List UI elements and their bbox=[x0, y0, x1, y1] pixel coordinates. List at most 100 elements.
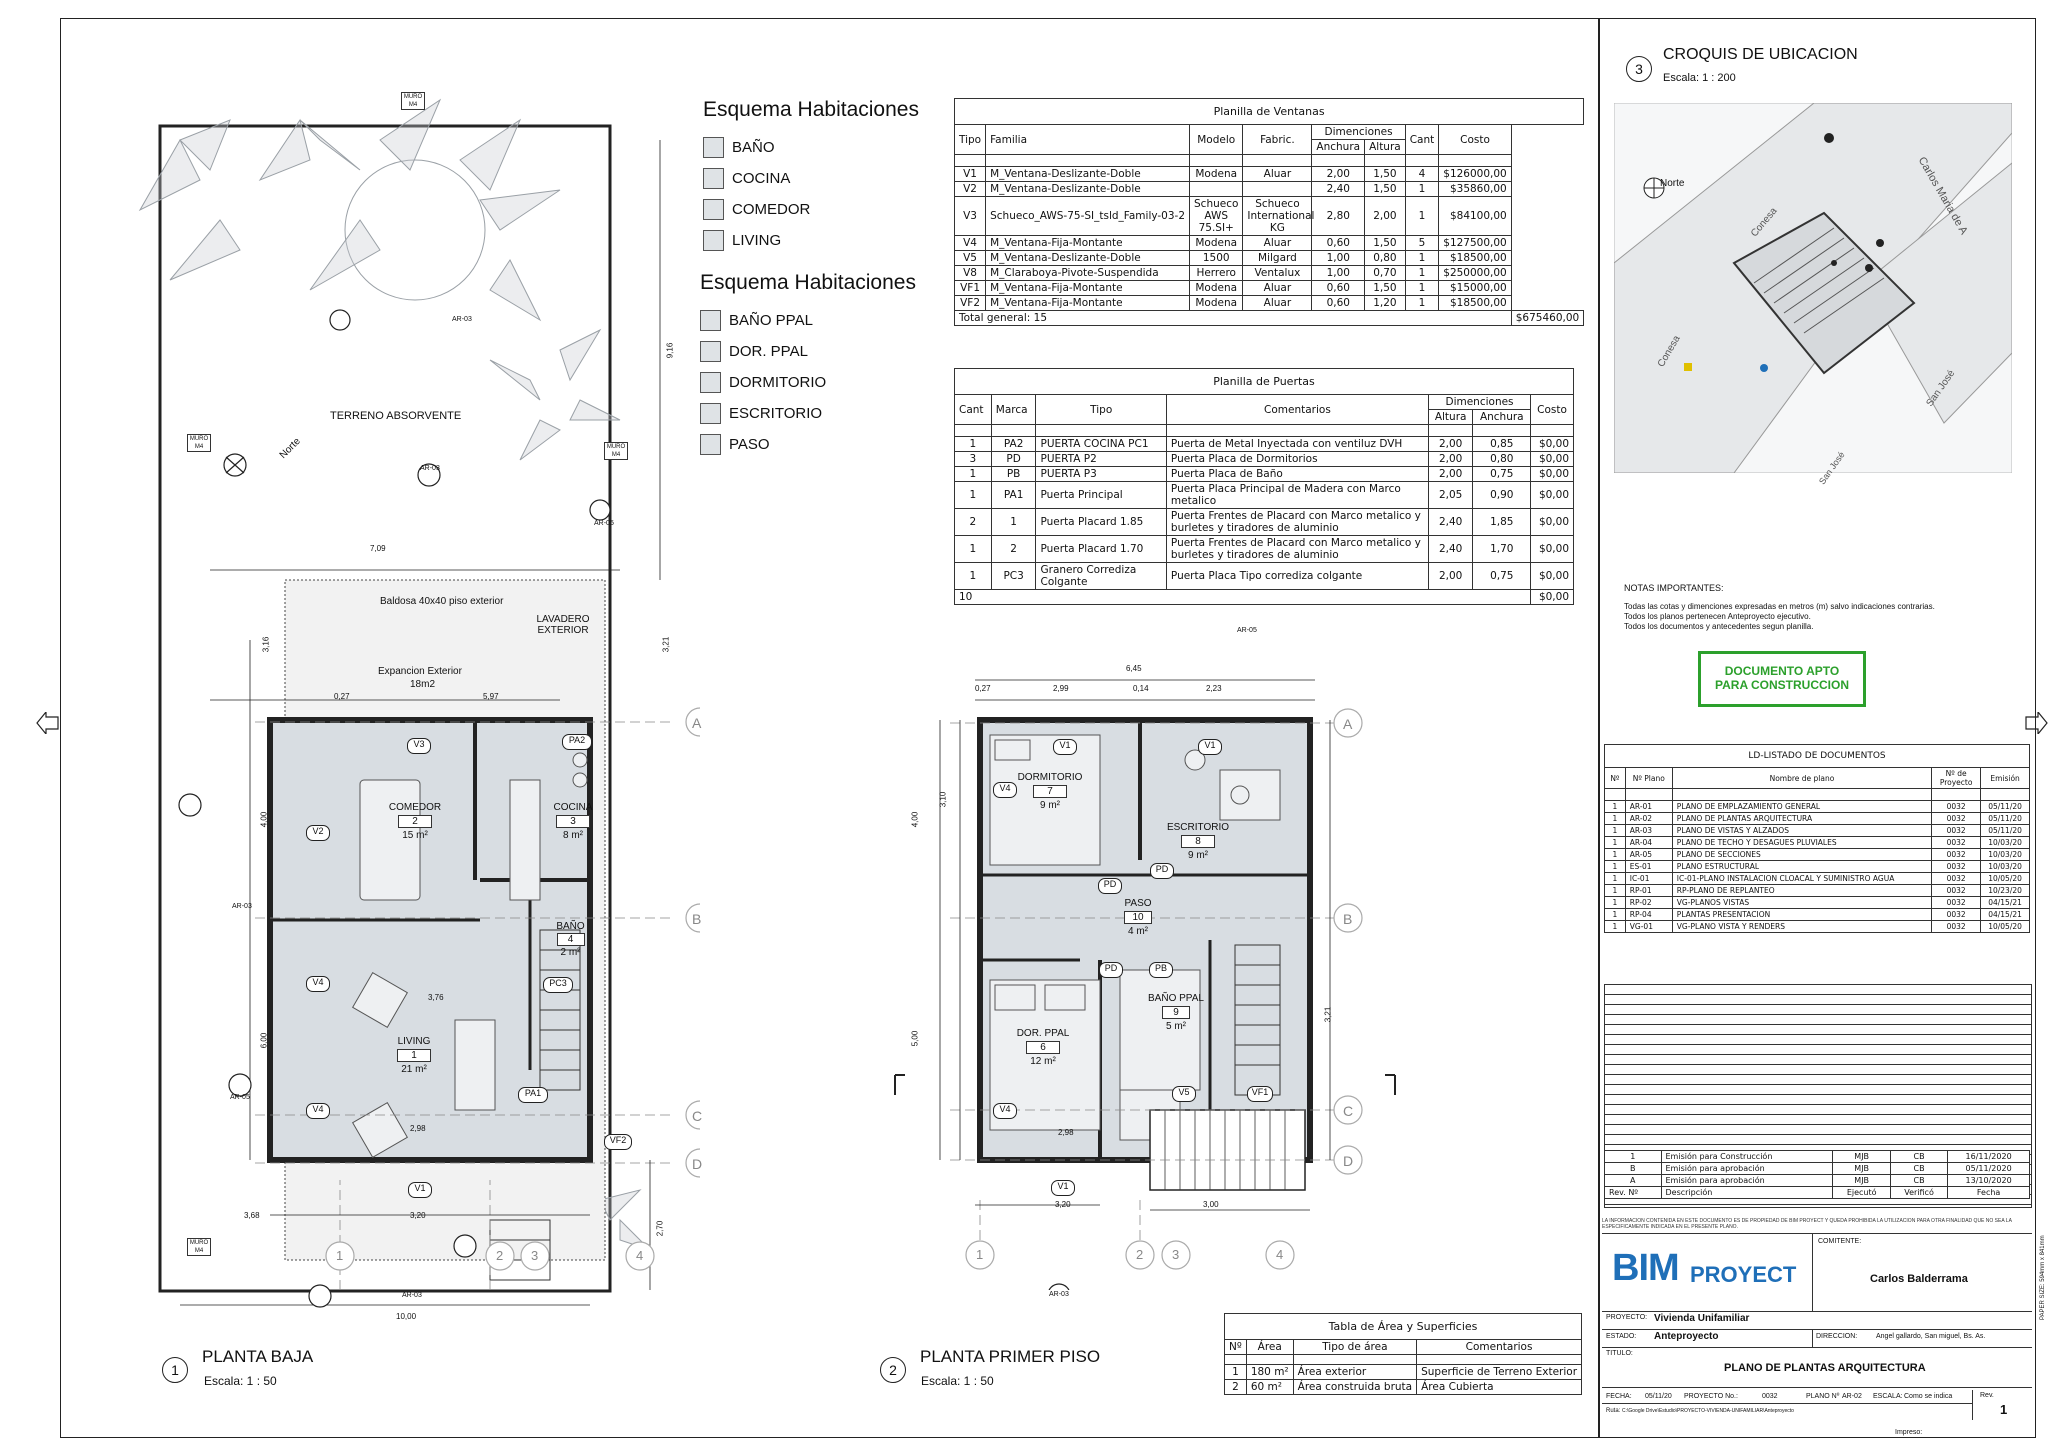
window-tag: V1 bbox=[1053, 739, 1077, 755]
cell: V5 bbox=[953, 250, 987, 266]
cell: 0,80 bbox=[1364, 250, 1406, 266]
column-header: Anchura bbox=[1472, 409, 1532, 425]
cell: $0,00 bbox=[1530, 481, 1574, 509]
cell: $0,00 bbox=[1530, 535, 1574, 563]
cell: 10/03/20 bbox=[1980, 848, 2030, 861]
revision-number: 1 bbox=[2000, 1402, 2008, 1417]
status-value: Anteproyecto bbox=[1654, 1331, 1719, 1342]
cell: AR-05 bbox=[1624, 848, 1673, 861]
cell: A bbox=[1604, 1174, 1662, 1187]
paper-size: PAPER SIZE: 594mm x 841mm bbox=[2040, 1235, 2046, 1320]
column-header: Nombre de plano bbox=[1671, 767, 1933, 789]
cell: 1 bbox=[954, 562, 992, 590]
cell: VF2 bbox=[953, 295, 987, 311]
cell: 0032 bbox=[1931, 824, 1982, 837]
door-tag: PA1 bbox=[518, 1087, 548, 1103]
room-number: 3 bbox=[556, 815, 590, 828]
column-header: Área bbox=[1245, 1339, 1294, 1355]
left-edge-arrow-icon bbox=[36, 712, 59, 734]
dimension: 10,00 bbox=[396, 1312, 417, 1321]
total-value: $675460,00 bbox=[1510, 310, 1585, 326]
plan-planta-baja bbox=[138, 98, 700, 1308]
legend-item: DOR. PPAL bbox=[700, 336, 916, 367]
wall-tag-code: M4 bbox=[408, 102, 418, 108]
grid-label: B bbox=[692, 911, 702, 927]
lavadero-label: LAVADERO EXTERIOR bbox=[536, 614, 590, 636]
dimension: 3,21 bbox=[1323, 1006, 1333, 1023]
legend-swatch bbox=[700, 341, 721, 362]
notes-title: NOTAS IMPORTANTES: bbox=[1624, 583, 1724, 593]
cell: Schueco International KG bbox=[1242, 196, 1314, 236]
column-header: Marca bbox=[990, 394, 1037, 425]
room-number: 4 bbox=[556, 933, 585, 946]
column-header: Tipo bbox=[953, 124, 987, 155]
legend-label: ESCRITORIO bbox=[729, 405, 823, 422]
cell: V4 bbox=[953, 235, 987, 251]
room-name: ESCRITORIO bbox=[1166, 822, 1230, 833]
cell: Puerta Placa Principal de Madera con Mar… bbox=[1165, 481, 1429, 509]
column-header: Cant bbox=[954, 394, 992, 425]
expansion-area: 18m2 bbox=[410, 679, 436, 690]
cell: MJB bbox=[1832, 1150, 1891, 1163]
schedule-title: Planilla de Puertas bbox=[954, 368, 1574, 395]
cell: VG-PLANO VISTA Y RENDERS bbox=[1671, 920, 1933, 933]
dimension: 0,27 bbox=[334, 692, 350, 701]
cell: 1 bbox=[1404, 265, 1440, 281]
door-tag: PC3 bbox=[543, 977, 573, 993]
room-number: 7 bbox=[1033, 785, 1067, 798]
column-header: Tipo de área bbox=[1292, 1339, 1418, 1355]
grid-label: C bbox=[692, 1108, 703, 1124]
room-area: 9 m² bbox=[1188, 850, 1208, 861]
cell: 10/05/20 bbox=[1980, 872, 2030, 885]
cell: 1,85 bbox=[1472, 508, 1532, 536]
cell: 0032 bbox=[1931, 800, 1982, 813]
cell bbox=[1242, 181, 1313, 197]
cell: 0032 bbox=[1931, 884, 1982, 897]
legend-swatch bbox=[700, 434, 721, 455]
cell: Área construida bruta bbox=[1292, 1379, 1418, 1395]
cell: M_Claraboya-Pivote-Suspendida bbox=[985, 265, 1191, 281]
dimension: 7,09 bbox=[370, 544, 386, 553]
total-label: Total general: 15 bbox=[954, 310, 1512, 326]
cell: $18500,00 bbox=[1438, 250, 1512, 266]
grid-label: 3 bbox=[531, 1248, 539, 1263]
section-tag: AR-03 bbox=[1049, 1291, 1069, 1298]
room-comedor: COMEDOR 2 15 m² bbox=[385, 802, 445, 841]
cell: RP-01 bbox=[1624, 884, 1673, 897]
cell: $84100,00 bbox=[1438, 196, 1512, 236]
cell: 1 bbox=[1604, 1150, 1662, 1163]
cell: AR-03 bbox=[1624, 824, 1673, 837]
cell: 1 bbox=[1604, 800, 1626, 813]
legend-title: Esquema Habitaciones bbox=[703, 98, 919, 121]
cell: 0,75 bbox=[1472, 562, 1532, 590]
legend-label: DORMITORIO bbox=[729, 374, 827, 391]
room-legend-first: Esquema Habitaciones BAÑO PPAL DOR. PPAL… bbox=[700, 271, 916, 460]
room-area: 9 m² bbox=[1040, 800, 1060, 811]
cell: PD bbox=[990, 451, 1037, 467]
cell: 0032 bbox=[1931, 860, 1982, 873]
window-tag: V4 bbox=[993, 782, 1017, 798]
grid-label: 1 bbox=[336, 1248, 344, 1263]
field-label: PROYECTO No.: bbox=[1684, 1393, 1738, 1400]
window-tag: V5 bbox=[1172, 1086, 1196, 1102]
cell: 05/11/20 bbox=[1980, 800, 2030, 813]
cell: RP-02 bbox=[1624, 896, 1673, 909]
window-tag: V1 bbox=[408, 1182, 432, 1198]
cell: PA1 bbox=[990, 481, 1037, 509]
location-title: CROQUIS DE UBICACION bbox=[1663, 46, 1858, 63]
dimension: 3,68 bbox=[244, 1211, 260, 1220]
cell: VG-PLANOS VISTAS bbox=[1671, 896, 1933, 909]
dimension: 0,14 bbox=[1133, 684, 1149, 693]
cell: 05/11/20 bbox=[1980, 812, 2030, 825]
column-header: Familia bbox=[985, 124, 1191, 155]
cell: PA2 bbox=[990, 436, 1037, 452]
